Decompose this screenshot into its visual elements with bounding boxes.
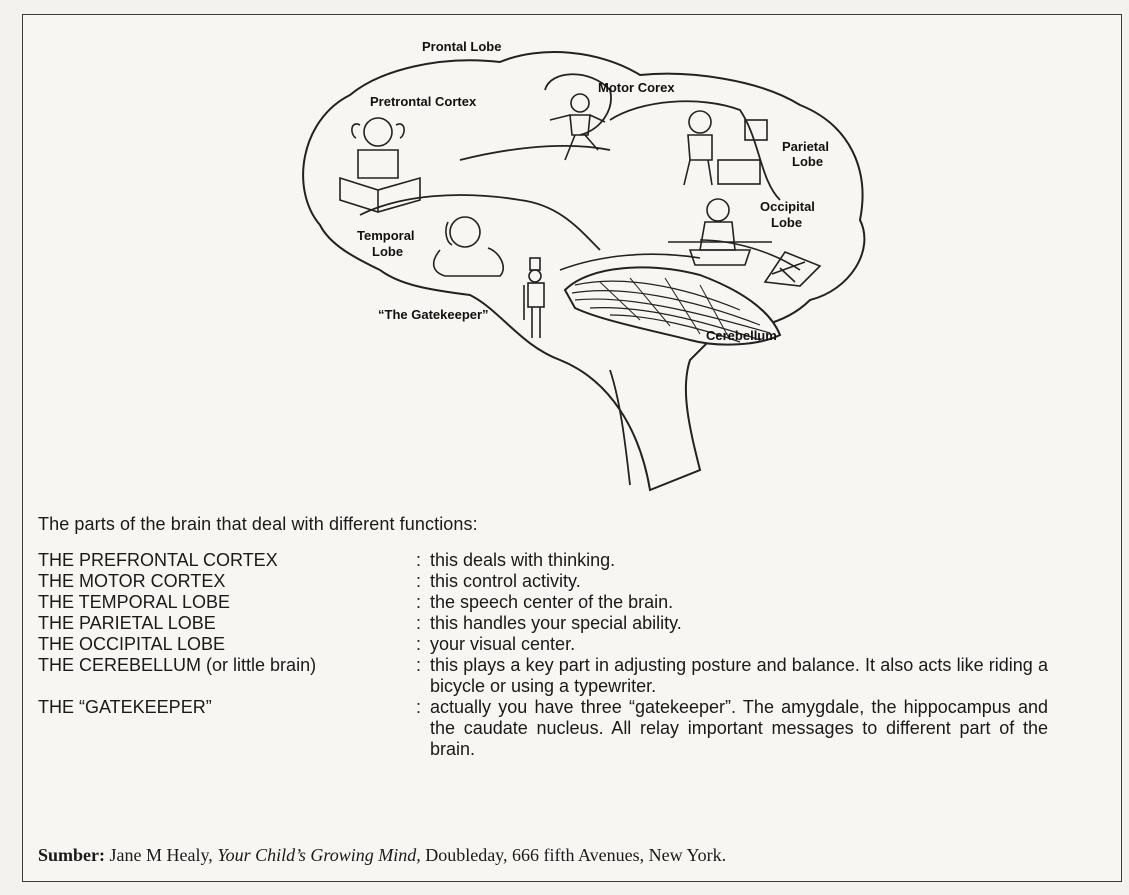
list-item: THE MOTOR CORTEX : this control activity…	[38, 571, 1088, 592]
label-motor-cortex: Motor Corex	[598, 80, 675, 95]
source-title: Your Child’s Growing Mind,	[217, 845, 420, 865]
part-colon: :	[416, 613, 430, 634]
part-description: your visual center.	[430, 634, 1088, 655]
part-description: this handles your special ability.	[430, 613, 1088, 634]
part-colon: :	[416, 550, 430, 571]
list-item: THE OCCIPITAL LOBE : your visual center.	[38, 634, 1088, 655]
list-item: THE CEREBELLUM (or little brain) : this …	[38, 655, 1088, 697]
label-temporal-lobe-1: Temporal	[357, 228, 415, 243]
part-term: THE PREFRONTAL CORTEX	[38, 550, 416, 571]
label-occipital-lobe-2: Lobe	[771, 215, 802, 230]
girl-reading-figure	[340, 118, 420, 212]
part-colon: :	[416, 697, 430, 718]
intro-text: The parts of the brain that deal with di…	[38, 514, 478, 535]
part-term: THE MOTOR CORTEX	[38, 571, 416, 592]
source-citation: Sumber: Jane M Healy, Your Child’s Growi…	[38, 845, 726, 866]
typewriter-figure	[765, 252, 820, 286]
label-cerebellum: Cerebellum	[706, 328, 777, 343]
brain-fold-2	[460, 146, 610, 160]
part-colon: :	[416, 655, 430, 676]
part-term: THE CEREBELLUM (or little brain)	[38, 655, 416, 676]
part-term: THE TEMPORAL LOBE	[38, 592, 416, 613]
part-description: the speech center of the brain.	[430, 592, 1088, 613]
label-frontal-lobe: Prontal Lobe	[422, 39, 501, 54]
source-author: Jane M Healy,	[110, 845, 213, 865]
part-description: this control activity.	[430, 571, 1088, 592]
brain-parts-list: THE PREFRONTAL CORTEX : this deals with …	[38, 550, 1088, 760]
list-item: THE “GATEKEEPER” : actually you have thr…	[38, 697, 1088, 760]
source-publisher: Doubleday, 666 fifth Avenues, New York.	[425, 845, 726, 865]
part-term: THE PARIETAL LOBE	[38, 613, 416, 634]
part-description: this plays a key part in adjusting postu…	[430, 655, 1088, 697]
label-gatekeeper: “The Gatekeeper”	[378, 307, 489, 322]
part-term: THE “GATEKEEPER”	[38, 697, 416, 718]
part-description: this deals with thinking.	[430, 550, 1088, 571]
child-drawing-figure	[690, 199, 750, 265]
brain-diagram: Prontal Lobe Pretrontal Cortex Motor Cor…	[0, 0, 1129, 510]
list-item: THE PARIETAL LOBE : this handles your sp…	[38, 613, 1088, 634]
part-colon: :	[416, 634, 430, 655]
label-occipital-lobe-1: Occipital	[760, 199, 815, 214]
part-colon: :	[416, 592, 430, 613]
child-on-phone-figure	[434, 217, 504, 276]
brain-stem	[610, 370, 630, 485]
source-label: Sumber:	[38, 845, 105, 865]
label-temporal-lobe-2: Lobe	[372, 244, 403, 259]
part-colon: :	[416, 571, 430, 592]
child-with-boxes-figure	[684, 111, 767, 185]
part-description: actually you have three “gatekeeper”. Th…	[430, 697, 1088, 760]
label-parietal-lobe-2: Lobe	[792, 154, 823, 169]
gatekeeper-soldier-figure	[524, 258, 544, 338]
brain-fold-3	[610, 101, 780, 200]
list-item: THE PREFRONTAL CORTEX : this deals with …	[38, 550, 1088, 571]
list-item: THE TEMPORAL LOBE : the speech center of…	[38, 592, 1088, 613]
label-parietal-lobe-1: Parietal	[782, 139, 829, 154]
label-prefrontal-cortex: Pretrontal Cortex	[370, 94, 477, 109]
part-term: THE OCCIPITAL LOBE	[38, 634, 416, 655]
